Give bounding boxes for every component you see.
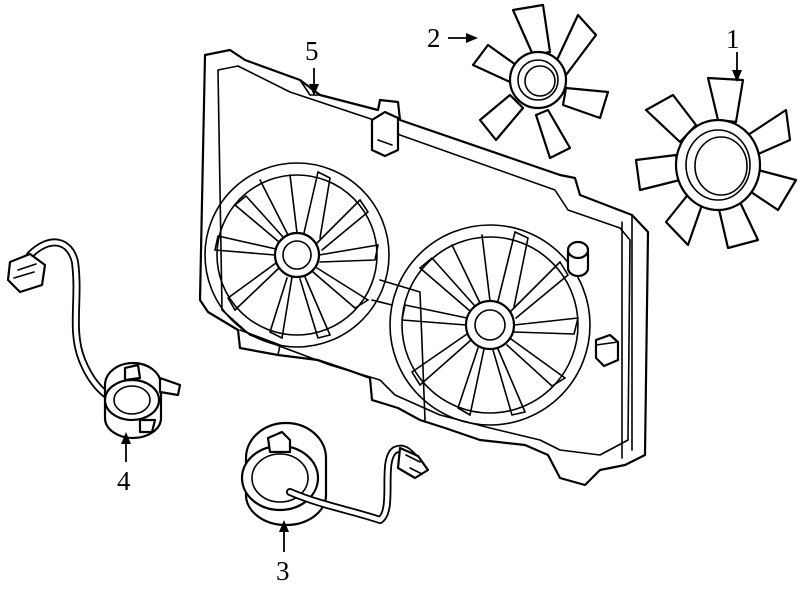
callout-2: 2 xyxy=(427,23,441,53)
fan-shroud xyxy=(198,48,650,487)
arrow-3 xyxy=(279,520,289,552)
fan-motor-3 xyxy=(240,421,430,527)
fan-blade-1 xyxy=(634,76,798,250)
fan-motor-4 xyxy=(6,238,182,440)
fan-blade-2 xyxy=(471,3,610,160)
callout-5: 5 xyxy=(305,36,319,66)
arrow-4 xyxy=(121,432,131,462)
arrow-2 xyxy=(448,33,478,43)
callout-3: 3 xyxy=(276,556,290,586)
callout-1: 1 xyxy=(726,24,740,54)
arrow-5 xyxy=(309,68,319,96)
arrow-1 xyxy=(732,52,742,82)
callout-4: 4 xyxy=(117,466,131,496)
